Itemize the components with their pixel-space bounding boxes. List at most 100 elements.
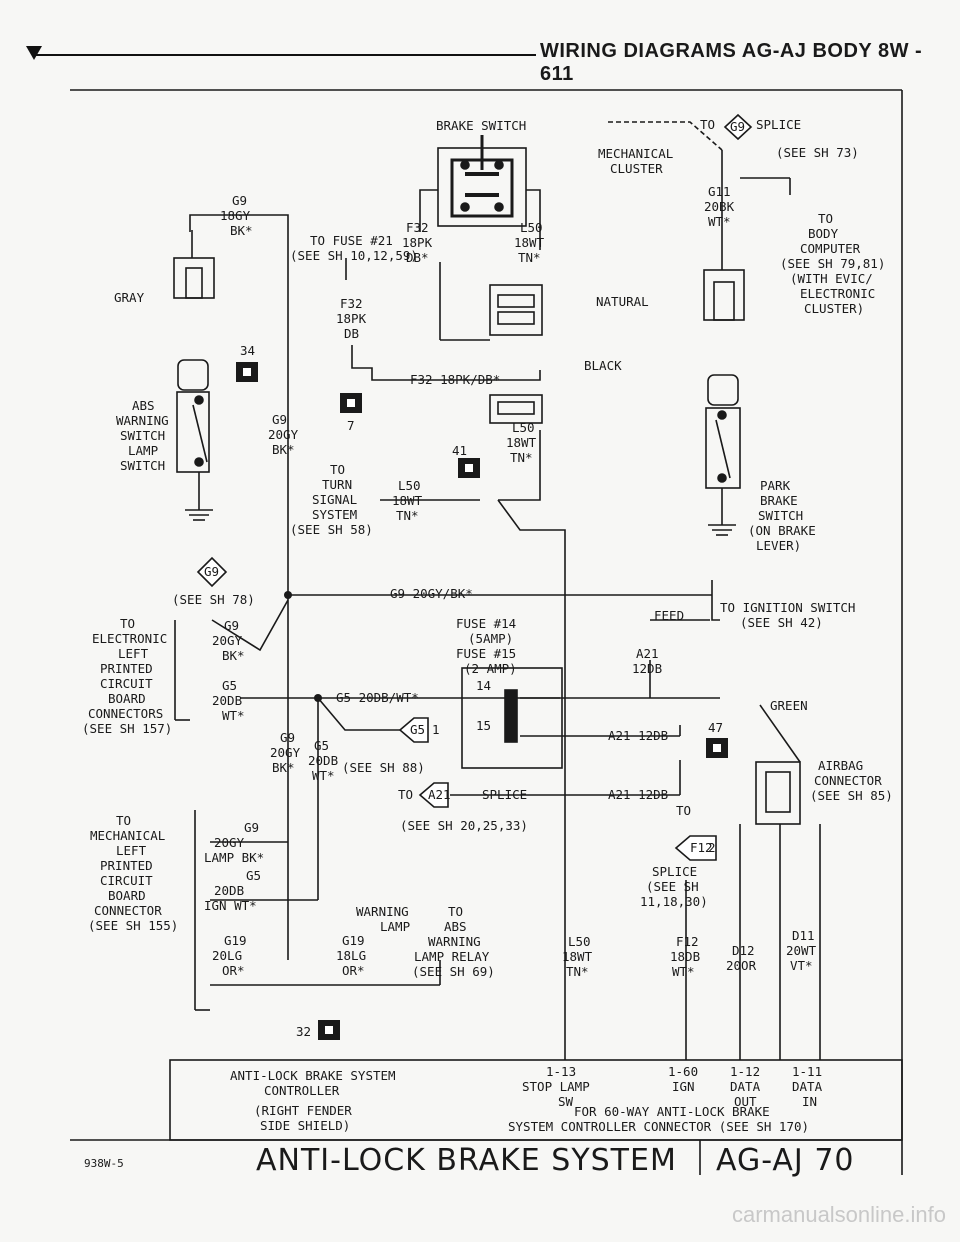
abs-warning-switch: [176, 391, 210, 473]
diagram-label: L50: [520, 220, 543, 235]
diagram-label: ABS: [444, 919, 467, 934]
diagram-label: (SEE SH 20,25,33): [400, 818, 528, 833]
diagram-label: 20GY: [214, 835, 245, 850]
diagram-label: 20OR: [726, 958, 757, 973]
diagram-label: MECHANICAL: [90, 828, 165, 843]
footer-system-title: ANTI-LOCK BRAKE SYSTEM: [256, 1143, 677, 1178]
diagram-label: (ON BRAKE: [748, 523, 816, 538]
page-title: WIRING DIAGRAMS AG-AJ BODY 8W - 611: [540, 40, 923, 85]
diagram-label: TO: [116, 813, 131, 828]
diagram-label: (SEE SH 88): [342, 760, 425, 775]
diagram-label: SYSTEM CONTROLLER CONNECTOR (SEE SH 170): [508, 1119, 809, 1134]
diagram-label: 18GY: [220, 208, 251, 223]
diagram-label: 20GY: [270, 745, 301, 760]
diagram-label: (5AMP): [468, 631, 513, 646]
diagram-label: SPLICE: [482, 787, 527, 802]
diagram-label: 20DB: [308, 753, 338, 768]
diagram-label: TO IGNITION SWITCH: [720, 600, 855, 615]
diagram-label: SPLICE: [756, 117, 801, 132]
diagram-label: 20DB: [212, 693, 242, 708]
diagram-label: FUSE #15: [456, 646, 516, 661]
diagram-label: G9: [730, 119, 745, 134]
diagram-label: 20DB: [214, 883, 244, 898]
header-rule: [36, 54, 536, 56]
diagram-label: ABS: [132, 398, 155, 413]
diagram-label: PRINTED: [100, 858, 153, 873]
diagram-label: TN*: [518, 250, 541, 265]
diagram-label: (SEE SH: [646, 879, 699, 894]
diagram-label: L50: [398, 478, 421, 493]
diagram-label: AIRBAG: [818, 758, 863, 773]
diagram-label: WARNING: [428, 934, 481, 949]
diagram-label: TO: [398, 787, 413, 802]
diagram-label: MECHANICAL: [598, 146, 673, 161]
diagram-label: A21: [428, 787, 451, 802]
diagram-label: LAMP: [128, 443, 158, 458]
diagram-label: ELECTRONIC: [800, 286, 875, 301]
wire-l50-top: [526, 189, 541, 250]
diagram-label: (SEE SH 78): [172, 592, 255, 607]
diagram-label: TO: [818, 211, 833, 226]
diagram-label: TO: [700, 117, 715, 132]
diagram-label: IN: [802, 1094, 817, 1109]
diagram-label: LAMP BK*: [204, 850, 264, 865]
diagram-label: G5: [410, 722, 425, 737]
fuse-block: [461, 667, 563, 769]
diagram-label: 14: [476, 678, 491, 693]
diagram-label: L50: [512, 420, 535, 435]
diagram-label: 15: [476, 718, 491, 733]
diagram-label: SIGNAL: [312, 492, 357, 507]
diagram-label: TN*: [396, 508, 419, 523]
g9-splice-diamond: [723, 113, 753, 141]
diagram-label: (WITH EVIC/: [790, 271, 873, 286]
diagram-label: DATA: [730, 1079, 761, 1094]
diagram-label: BK*: [272, 442, 295, 457]
diagram-label: LEFT: [116, 843, 147, 858]
g5-connector: [398, 717, 429, 743]
diagram-label: 2: [708, 840, 716, 855]
diagram-label: FEED: [654, 608, 684, 623]
diagram-label: TO FUSE #21: [310, 233, 393, 248]
connector-natural-black: [489, 284, 543, 336]
diagram-label: (SEE SH 58): [290, 522, 373, 537]
diagram-label: 20GY: [268, 427, 299, 442]
diagram-label: 32: [296, 1024, 311, 1039]
diagram-label: COMPUTER: [800, 241, 861, 256]
diagram-label: VT*: [790, 958, 813, 973]
diagram-label: D11: [792, 928, 815, 943]
diagram-label: 18LG: [336, 948, 366, 963]
diagram-label: 7: [347, 418, 355, 433]
diagram-label: F32 18PK/DB*: [410, 372, 500, 387]
diagram-label: TN*: [510, 450, 533, 465]
diagram-label: D12: [732, 943, 755, 958]
diagram-label: G19: [224, 933, 247, 948]
diagram-label: NATURAL: [596, 294, 649, 309]
diagram-label: G9: [272, 412, 287, 427]
diagram-label: (2 AMP): [464, 661, 517, 676]
diagram-label: BOARD: [108, 691, 146, 706]
diagram-label: BK*: [230, 223, 253, 238]
diagram-label: (SEE SH 73): [776, 145, 859, 160]
diagram-label: G5 20DB/WT*: [336, 690, 419, 705]
diagram-label: (SEE SH 79,81): [780, 256, 885, 271]
diagram-label: SWITCH: [120, 458, 165, 473]
diagram-label: F32: [340, 296, 363, 311]
diagram-label: TO: [330, 462, 345, 477]
diagram-label: CLUSTER): [804, 301, 864, 316]
diagram-label: WARNING: [356, 904, 409, 919]
diagram-label: SW: [558, 1094, 574, 1109]
airbag-connector: [755, 761, 801, 825]
diagram-label: SIDE SHIELD): [260, 1118, 350, 1133]
diagram-label: TURN: [322, 477, 352, 492]
diagram-label: 20BK: [704, 199, 735, 214]
diagram-label: G5: [314, 738, 329, 753]
diagram-label: 18WT: [562, 949, 593, 964]
diagram-label: TO: [676, 803, 691, 818]
diagram-label: FOR 60-WAY ANTI-LOCK BRAKE: [574, 1104, 770, 1119]
diagram-label: IGN: [672, 1079, 695, 1094]
diagram-label: SPLICE: [652, 864, 697, 879]
diagram-label: GRAY: [114, 290, 145, 305]
wire-f32-full: [351, 345, 541, 381]
diagram-label: G9: [204, 564, 219, 579]
